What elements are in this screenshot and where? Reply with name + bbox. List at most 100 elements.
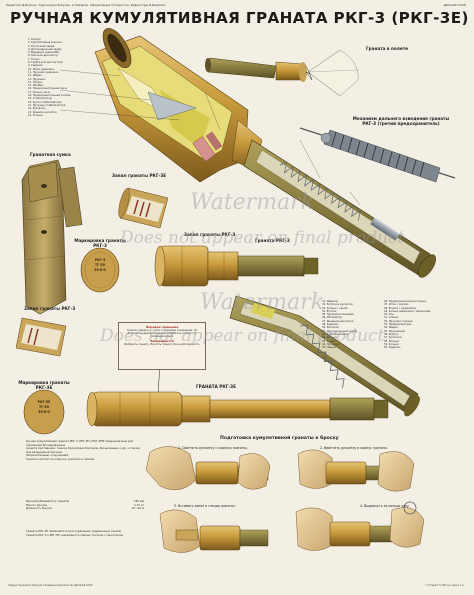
main-cutaway-grenade (59, 28, 436, 278)
legend-item: 58. Кольцо; (384, 339, 400, 343)
legend-item: 37. Инерционная масса; (322, 319, 354, 323)
spec-name: Бронепробиваемость гранаты (26, 499, 70, 503)
legend-item: 2. Кумулятивная воронка; (28, 41, 63, 45)
legend-item: 17. Кольцо чеки; (28, 90, 51, 94)
description-line: Граната РКГ-3 и РКГ-3Е снаряжаются смесь… (26, 532, 124, 537)
legend-item: 36. Обтюратор; (322, 316, 343, 320)
legend-item: 43. Гайка; (322, 339, 336, 343)
legend-item: 54. Шарик; (384, 326, 399, 330)
parts-legend-mid2: 46. Предохранительное кольцо; 47. Шток с… (384, 300, 431, 349)
marking-line: ТГ-50 (39, 405, 49, 409)
legend-item: 4. Детонационный заряд; (28, 47, 62, 51)
watermark-text: Does not appear on final product (120, 228, 405, 248)
marking-rkg3-text: РКГ-3 ТГ-50 35-8-0 (86, 258, 114, 273)
step4-illustration (295, 501, 425, 551)
legend-item: 3. Втулочный заряд; (28, 44, 55, 48)
specs-block: Бронепробиваемость гранаты 165 мм Масса г… (26, 499, 144, 511)
legend-item: 21. Пружина стабилизатора; (28, 103, 67, 107)
legend-item: 10. Жало ударника; (28, 67, 55, 71)
marking-rkg3-disc (80, 247, 120, 293)
legend-item: 52. Пружина стакана; (384, 319, 413, 323)
fuse-rkg3e-drawing (118, 187, 169, 229)
description-line: средств противника: танков, бронетранспо… (26, 446, 140, 454)
legend-item: 47. Шток с жалом; (384, 303, 409, 307)
legend-item: 22. Рукоятка; (28, 107, 46, 111)
label-grenade-rkg3e: ГРАНАТА РКГ-3Е (196, 384, 236, 389)
label-grenade-rkg3: Граната РКГ-3 (255, 238, 290, 243)
callout-warning-title: Запрещается (150, 339, 174, 344)
label-fuse-rkg3: Запал гранаты РКГ-3 (184, 232, 236, 237)
legend-item: 20. Купол стабилизатора; (28, 100, 63, 104)
marking-line: РКГ-3 (94, 258, 106, 262)
marking-line: 35-8-0 (38, 410, 50, 414)
step-4-caption: 4. Выдернуть за кольцо чеку (360, 504, 409, 508)
legend-item: 12. Шарик; (28, 74, 43, 78)
label-fuse-mechanism: Механизм дальнего взведения гранаты РКГ-… (352, 116, 450, 126)
legend-item: 32. Колпачок рукоятки; (322, 303, 354, 307)
legend-item: 19. Стабилизатор; (28, 97, 53, 101)
legend-item: 7. Кожух; (28, 57, 41, 61)
legend-item: 46. Предохранительное кольцо; (384, 300, 427, 303)
watermark-text: Watermark (200, 290, 325, 315)
parts-legend-top: 1. Корпус; 2. Кумулятивная воронка; 3. В… (28, 38, 98, 117)
step3-illustration (159, 509, 269, 553)
step2-illustration (297, 449, 415, 492)
label-marking-rkg3: Маркировка гранаты РКГ-3 (74, 238, 126, 248)
fuse-rkg3-drawing (15, 317, 67, 357)
watermark-text: Does not appear on final product (100, 326, 385, 346)
spec-row: Бронепробиваемость гранаты 165 мм (26, 499, 144, 504)
legend-item: 1. Корпус; (28, 38, 42, 41)
description-notes: Граната РКГ-3Е применяется для поражения… (26, 529, 144, 537)
legend-item: 9. Ударник; (28, 64, 44, 68)
legend-item: 8. Трубка для детонатора; (28, 61, 64, 65)
legend-item: 48. Втулка с ударником; (384, 306, 417, 310)
legend-item: 49. Кольцо шарикового механизма; (384, 309, 432, 313)
legend-item: 39. Капсюль; (322, 326, 340, 330)
step-1-caption: 1. Свинтить рукоятку с корпуса гранаты. (178, 446, 248, 450)
rkg3e-cutaway-drawing (229, 295, 420, 417)
step-2-caption: 2. Ввинтить рукоятку в корпус гранаты. (320, 446, 388, 450)
legend-item: 44. Пружина; (322, 342, 340, 346)
fuse-mechanism-drawing (299, 127, 456, 183)
footer-print-info: Г-3 Тираж 5 000 экз. Цена 1 р. (425, 584, 464, 587)
legend-item: 41. Стопорный винт; (322, 332, 350, 336)
watermark-text: Watermark (190, 190, 315, 215)
description-line: оборонительных сооружений. (26, 453, 69, 458)
grenade-rkg3-side-drawing (154, 245, 319, 287)
legend-item: 51. Стакан; (384, 316, 400, 320)
legend-item: 24. Кольцо; (28, 113, 44, 117)
grenade-bag-drawing (21, 159, 83, 315)
description-line: Граната РКГ-3Е применяется для поражения… (26, 529, 122, 533)
legend-item: 45. Чашка; (322, 346, 337, 350)
page-title: РУЧНАЯ КУМУЛЯТИВНАЯ ГРАНАТА РКГ-3 (РКГ-3… (10, 9, 469, 27)
callout-warning-text: Разбирать гранату. Бросать гранату без н… (124, 343, 200, 347)
legend-item: 31. Шарики; (322, 300, 339, 303)
legend-item: 55. Пружинный; (384, 329, 406, 333)
legend-item: 42. Кольцо; (322, 336, 338, 340)
step-3-caption: 3. Вставить запал в гнездо гранаты. (174, 504, 236, 508)
marking-rkg3e-disc (23, 389, 65, 435)
legend-item: 6. Капсюль-детонатор; (28, 54, 59, 58)
legend-item: 18. Предохранительный колпак; (28, 94, 72, 98)
callout-title: Порядок хранения (145, 325, 179, 329)
grenade-in-flight-drawing (205, 49, 359, 97)
marking-line: 35-8-0 (94, 268, 106, 272)
label-grenade-bag: Гранатная сумка (30, 152, 71, 157)
legend-item: 57. Колпачок; (384, 336, 403, 340)
legend-item: 34. Втулка; (322, 309, 337, 313)
legend-item: 60. Ударник; (384, 346, 401, 350)
step1-illustration (145, 446, 271, 491)
footer-publisher: Ордена Трудового Красного Знамени издате… (8, 584, 93, 587)
legend-item: 15. Обойма; (28, 84, 44, 88)
legend-item: 53. Предохранитель; (384, 323, 412, 327)
label-marking-rkg3e: Маркировка гранаты РКГ-3Е (18, 380, 70, 390)
spec-value: 165 мм (133, 499, 144, 503)
spec-name: Масса гранаты (26, 502, 48, 507)
legend-item: 23. Крышка рукоятки; (28, 110, 58, 114)
legend-item: 50. Ось; (384, 313, 395, 317)
marking-line: РКГ-3Е (37, 400, 51, 404)
label-fuse-rkg3-left: Запал гранаты РКГ-3 (24, 306, 76, 311)
